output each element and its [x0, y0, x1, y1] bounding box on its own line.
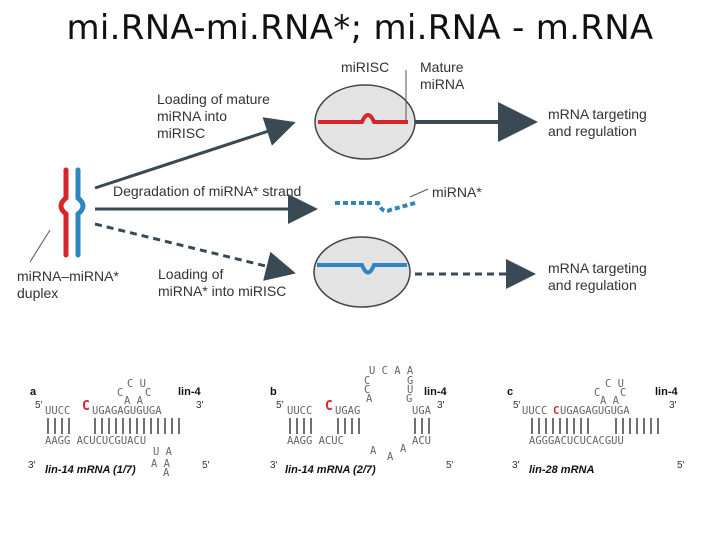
panel-b-loop-u: U [407, 384, 413, 396]
degradation-label: Degradation of miRNA* strand [113, 183, 302, 199]
panel-a-top-rest: UGAGAGUGUGA [92, 405, 162, 417]
panel-a-bot-aaa: A A [151, 458, 171, 470]
panel-a-five-b: 3′ [28, 460, 36, 471]
panel-a-bulge-top: C U [127, 378, 146, 390]
panel-b-three: 3′ [437, 400, 445, 411]
targeting-top-1: mRNA targeting [548, 106, 647, 122]
panel-c-three: 3′ [669, 400, 677, 411]
panel-c-five: 5′ [513, 400, 521, 411]
loading-star-1: Loading of [158, 266, 224, 282]
panel-a-gene: lin-4 [178, 386, 201, 398]
targeting-bottom-1: mRNA targeting [548, 260, 647, 276]
loading-star-2: miRNA* into miRISC [158, 283, 287, 299]
panel-a-bot-ua: U A [153, 446, 173, 458]
panel-b-bot-a2: A [400, 443, 407, 455]
duplex-label-2: duplex [17, 285, 59, 301]
panel-b-loop-c1: C [364, 375, 370, 387]
panel-b-top-c: C [325, 399, 333, 414]
panel-b-bot-a1: A [370, 445, 377, 457]
panel-b-loop: U C A A [369, 365, 414, 377]
mature-label-2: miRNA [420, 76, 465, 92]
panel-a-target: lin-14 mRNA (1/7) [45, 464, 136, 476]
panel-a-three-b: 5′ [202, 460, 210, 471]
slide-title: mi.RNA-mi.RNA*; mi.RNA - m.RNA [66, 8, 654, 48]
panel-c-bulge-l: C [594, 387, 600, 399]
panel-b-bot-seq: AAGG ACUC [287, 435, 344, 447]
panel-c-bot-seq: AGGGACUCUCACGUU [529, 435, 624, 447]
panel-b-top-rest: UGAG [335, 405, 360, 417]
panel-c-gene: lin-4 [655, 386, 678, 398]
targeting-top-2: and regulation [548, 123, 637, 139]
panel-a-five: 5′ [35, 400, 43, 411]
panel-b-bot-acu: ACU [412, 435, 431, 447]
arrow-to-mirisc [94, 117, 296, 190]
panel-b-top-uga: UGA [412, 405, 432, 417]
panel-c-bulge-top: C U [605, 378, 624, 390]
panel-a-three: 3′ [196, 400, 204, 411]
panel-b-three-b: 3′ [270, 460, 278, 471]
panel-a-top-c: C [82, 399, 90, 414]
panel-c-top-seq: UUCC [522, 405, 547, 417]
loading-mature-2: miRNA into [157, 108, 228, 124]
mirisc-label: miRISC [341, 59, 390, 75]
panel-a-bulge-r: C [145, 387, 151, 399]
panel-b-loop-c2: C [364, 384, 370, 396]
panel-b: b lin-4 U C A A C C A G U G 5′ 3′ UUCC C… [270, 365, 454, 476]
panel-c-letter: c [507, 386, 513, 398]
panel-b-five-b: 5′ [446, 460, 454, 471]
panel-b-bot-a3: A [387, 451, 394, 463]
panel-c-top-c: C [553, 405, 559, 417]
duplex-label-1: miRNA–miRNA* [17, 268, 119, 284]
panel-c-top-rest: UGAGAGUGUGA [560, 405, 630, 417]
mature-label-1: Mature [420, 59, 464, 75]
panel-b-gene: lin-4 [424, 386, 447, 398]
mirna-star-label: miRNA* [432, 184, 482, 200]
panel-b-target: lin-14 mRNA (2/7) [285, 464, 376, 476]
arrow-to-star-risc [94, 222, 296, 281]
panel-b-loop-g2: G [406, 393, 412, 405]
panel-c-five-b: 5′ [677, 460, 685, 471]
panel-a-bot-a: A [163, 467, 170, 479]
panel-b-loop-a: A [366, 393, 373, 405]
panel-b-top-seq: UUCC [287, 405, 312, 417]
panel-b-letter: b [270, 386, 277, 398]
panel-c-bulge-r: C [620, 387, 626, 399]
panel-c: c lin-4 C U C C A A 5′ 3′ UUCC C UGAGAGU… [507, 378, 685, 476]
panel-b-five: 5′ [276, 400, 284, 411]
panel-c-bulge-aa: A A [600, 395, 620, 407]
loading-mature-3: miRISC [157, 125, 206, 141]
panel-c-three-b: 3′ [512, 460, 520, 471]
panel-a-bulge-l: C [117, 387, 123, 399]
degraded-mirna-star [335, 188, 429, 214]
panel-a-bot-seq: AAGG ACUCUCGUACU [45, 435, 146, 447]
panel-c-target: lin-28 mRNA [529, 464, 594, 476]
panel-b-loop-g1: G [407, 375, 413, 387]
loading-mature-1: Loading of mature [157, 91, 270, 107]
mirisc-complex-bottom [313, 236, 411, 308]
mirisc-complex-top [314, 70, 416, 160]
targeting-bottom-2: and regulation [548, 277, 637, 293]
duplex-hairpin [29, 167, 86, 263]
panel-a: a lin-4 C U C C A A 5′ 3′ UUCC C UGAGAGU… [28, 378, 210, 479]
panel-a-letter: a [30, 386, 37, 398]
panel-a-bulge-aa: A A [124, 395, 144, 407]
panel-a-top-seq: UUCC [45, 405, 70, 417]
